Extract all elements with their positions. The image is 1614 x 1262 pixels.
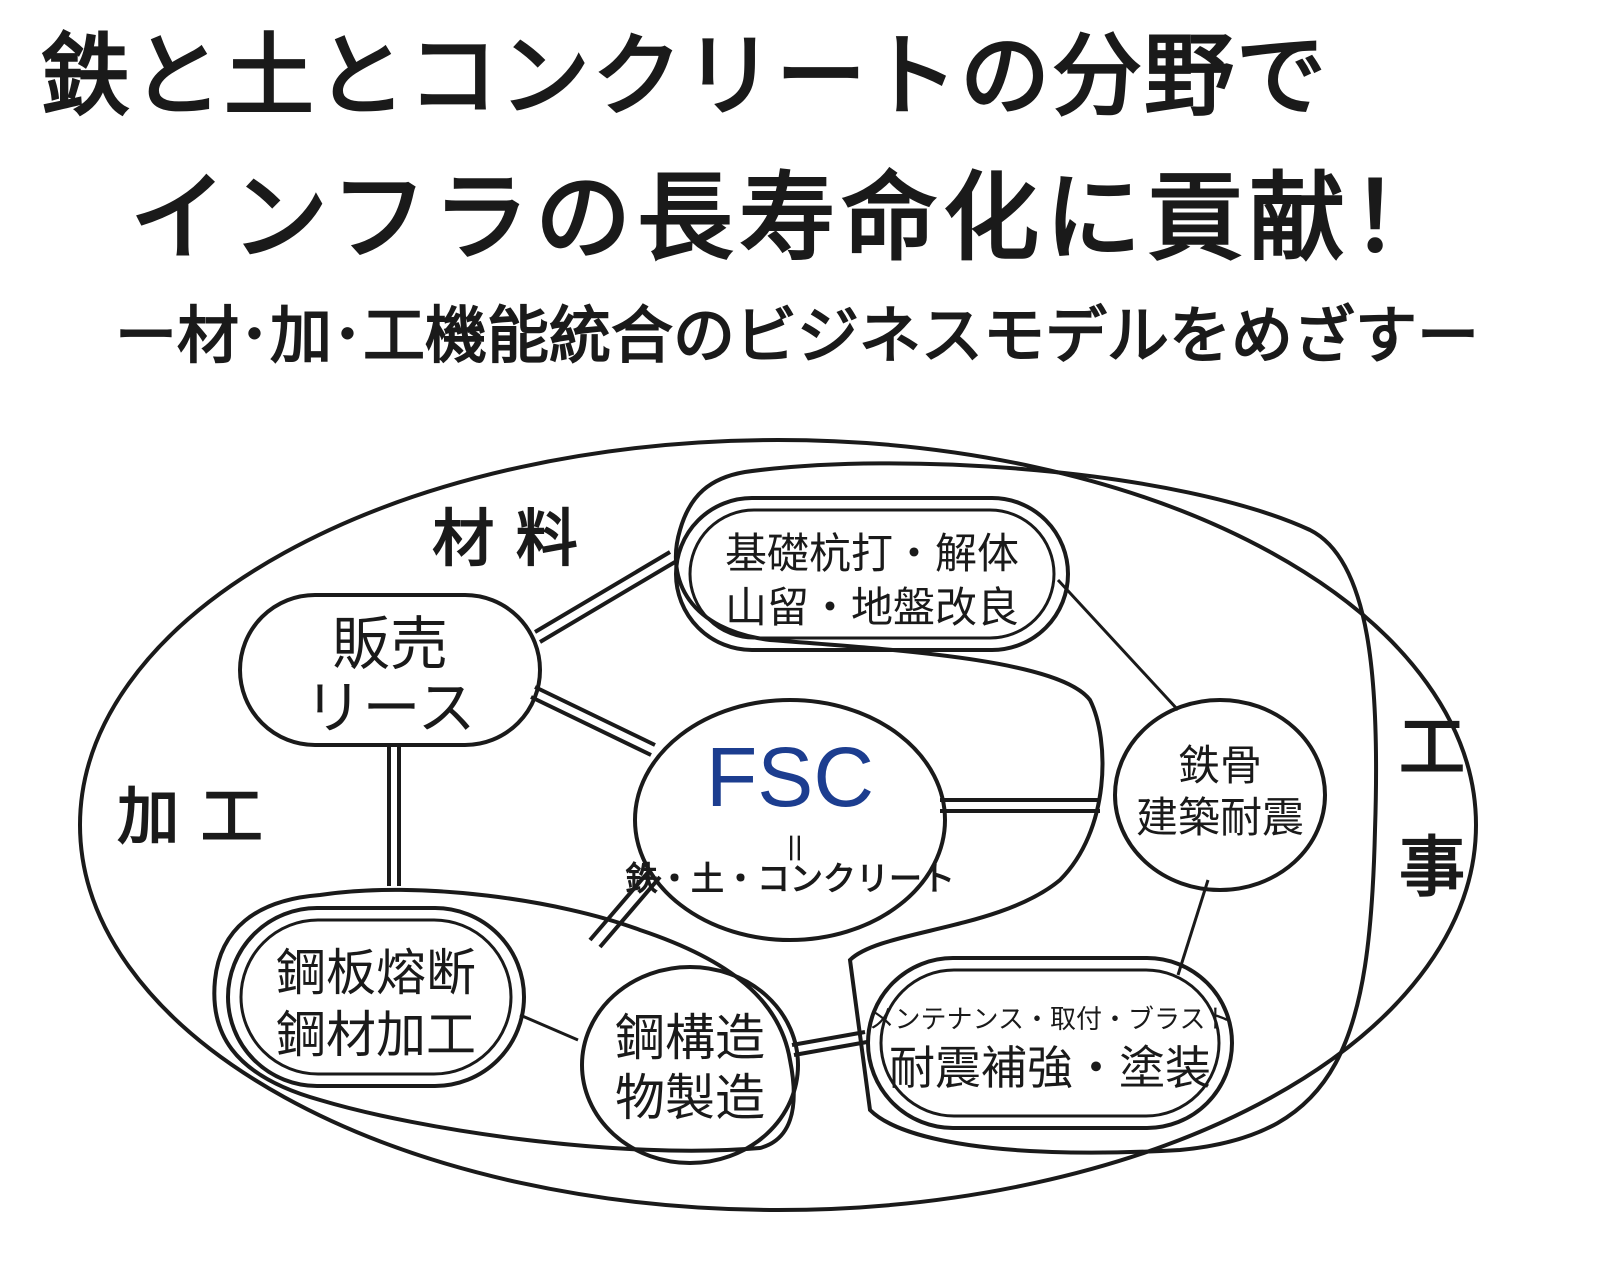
node-sales-line2: リース <box>304 674 475 742</box>
connector-sales-fsc-b <box>530 695 652 757</box>
node-foundation-line1: 基礎杭打・解体 <box>725 529 1019 578</box>
node-maintenance-outer <box>866 956 1234 1130</box>
node-cutting-inner <box>239 918 513 1076</box>
subtitle: ー材･加･工機能統合のビジネスモデルをめざすー <box>115 299 1480 372</box>
node-cutting-line1: 鋼板熔断 <box>276 944 476 1002</box>
connector-structure-maintenance-b <box>793 1040 868 1057</box>
connectors-single <box>519 578 1210 1042</box>
connector-sales-fsc-a <box>534 685 656 747</box>
node-foundation-inner <box>688 508 1056 640</box>
node-foundation-outer <box>674 496 1070 652</box>
node-steelframe-line1: 鉄骨 <box>1178 741 1262 790</box>
node-maintenance-line2: 耐震補強・塗装 <box>889 1041 1211 1095</box>
category-construction-1: 工 <box>1399 709 1465 786</box>
node-structure-line2: 物製造 <box>615 1069 765 1127</box>
category-construction-2: 事 <box>1399 829 1465 906</box>
node-fsc-ellipse <box>633 698 947 942</box>
fsc-tagline: 鉄・土・コンクリート <box>625 859 955 898</box>
node-steelframe-line2: 建築耐震 <box>1136 793 1304 842</box>
node-structure-line1: 鋼構造 <box>615 1009 765 1067</box>
node-cutting-outer <box>226 906 526 1088</box>
title-line-2: インフラの長寿命化に貢献！ <box>130 162 1454 274</box>
construction-group-outline <box>674 461 1379 1155</box>
fsc-equals: ＝ <box>773 831 813 865</box>
connector-sales-foundation-b <box>538 560 677 644</box>
category-material: 材 料 <box>432 502 578 575</box>
node-foundation-line2: 山留・地盤改良 <box>725 583 1019 632</box>
connector-foundation-steelframe <box>1056 578 1180 712</box>
title-line-1: 鉄と土とコンクリートの分野で <box>40 24 1328 129</box>
node-sales-line1: 販売 <box>332 610 448 678</box>
node-sales-box <box>238 593 542 747</box>
node-maintenance-inner <box>879 968 1221 1118</box>
node-cutting-line2: 鋼材加工 <box>276 1006 476 1064</box>
outer-ellipse <box>78 438 1478 1212</box>
fsc-title: FSC <box>706 730 874 824</box>
node-structure-ellipse <box>580 965 800 1165</box>
connector-cutting-structure <box>519 1013 579 1042</box>
connector-fsc-processing-a <box>588 868 652 942</box>
connector-steelframe-maintenance <box>1176 879 1210 976</box>
connector-structure-maintenance-a <box>791 1030 866 1047</box>
connector-fsc-processing-b <box>598 875 662 949</box>
node-steelframe-ellipse <box>1113 698 1327 892</box>
node-maintenance-line1: メンテナンス・取付・ブラスト <box>869 1005 1232 1035</box>
connectors-double <box>387 550 1100 1057</box>
connector-sales-foundation-a <box>533 550 672 634</box>
category-processing: 加 工 <box>117 780 263 853</box>
